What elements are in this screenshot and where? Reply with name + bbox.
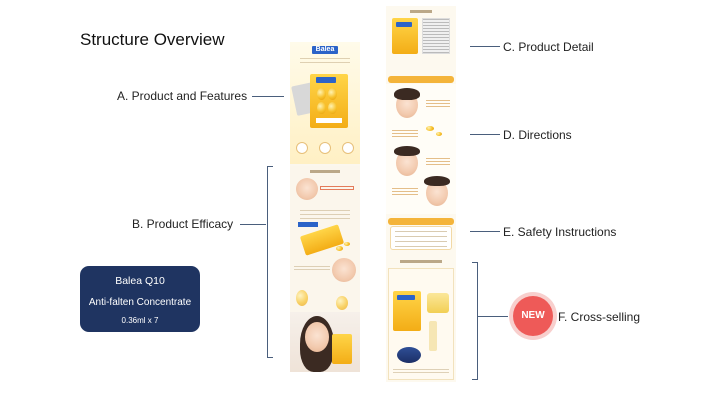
cross-product-tube [429,321,437,351]
lips-closeup-image [332,258,356,282]
detail-pack-back [422,18,450,54]
label-directions: D. Directions [503,128,572,142]
product-info-box: Balea Q10 Anti-falten Concentrate 0.36ml… [80,266,200,332]
capsule-image [317,88,326,100]
connector-d [470,134,500,135]
connector-e [470,231,500,232]
connector-f [478,316,508,317]
label-safety-instructions: E. Safety Instructions [503,225,617,239]
cross-product-jar [427,293,449,313]
safety-panel [390,226,452,250]
highlight-text-placeholder [320,186,354,190]
product-hero-section: Balea [290,42,360,164]
brand-logo: Balea [312,46,338,54]
capsule-image [344,242,350,246]
product-tilted-image [299,224,345,256]
detail-page-strip-left: Balea [290,42,360,372]
efficacy-section [290,166,360,372]
direction-hair-2 [394,146,420,156]
pack-logo [316,77,336,83]
pack-label-band [316,118,342,123]
capsule-image [317,102,326,114]
efficacy-text-placeholder [300,210,350,220]
label-product-features: A. Product and Features [117,89,248,103]
label-product-detail: C. Product Detail [503,40,594,54]
label-cross-selling: F. Cross-selling [558,310,641,324]
capsule-image [328,102,337,114]
feature-icon [296,142,308,154]
connector-b [240,224,266,225]
cross-product-cream [397,347,421,363]
cross-product-text [393,369,449,375]
product-detail-heading [410,10,432,13]
detail-pack-logo [396,22,412,27]
direction-hair-1 [394,88,420,100]
connector-a [252,96,284,97]
efficacy-caption-placeholder [294,266,330,272]
new-badge: NEW [513,296,553,336]
cross-selling-heading [400,260,442,263]
product-size: 0.36ml x 7 [121,316,159,325]
product-name: Balea Q10 [115,275,165,287]
product-type: Anti-falten Concentrate [88,297,192,308]
capsule-image [328,88,337,100]
directions-panel [386,84,456,214]
efficacy-heading-placeholder [310,170,340,173]
skin-closeup-image [296,178,318,200]
hero-text-placeholder [300,58,350,66]
step-text-2 [392,130,418,138]
feature-icon [319,142,331,154]
feature-icon [342,142,354,154]
capsule-image [336,296,348,310]
capsule-image [336,246,343,251]
capsule-image [296,290,308,306]
model-face [305,322,329,352]
cross-product-logo [397,295,415,300]
page-title: Structure Overview [80,30,225,49]
direction-hair-3 [424,176,450,186]
bracket-f [472,262,478,380]
step-text-1 [426,100,450,108]
label-product-efficacy: B. Product Efficacy [132,217,234,231]
step-text-3 [426,158,450,166]
safety-header-bar [388,218,454,225]
cross-selling-panel [388,268,454,380]
direction-face-3 [426,180,448,206]
model-holding-pack [332,334,352,364]
safety-text-placeholder [395,231,447,247]
detail-page-strip-right [386,6,456,382]
directions-header-bar [388,76,454,83]
capsule-image [436,132,442,136]
capsule-image [426,126,434,131]
direction-face-2 [396,150,418,176]
product-badge [298,222,318,227]
bracket-b [267,166,273,358]
connector-c [470,46,500,47]
step-text-4 [392,188,418,196]
